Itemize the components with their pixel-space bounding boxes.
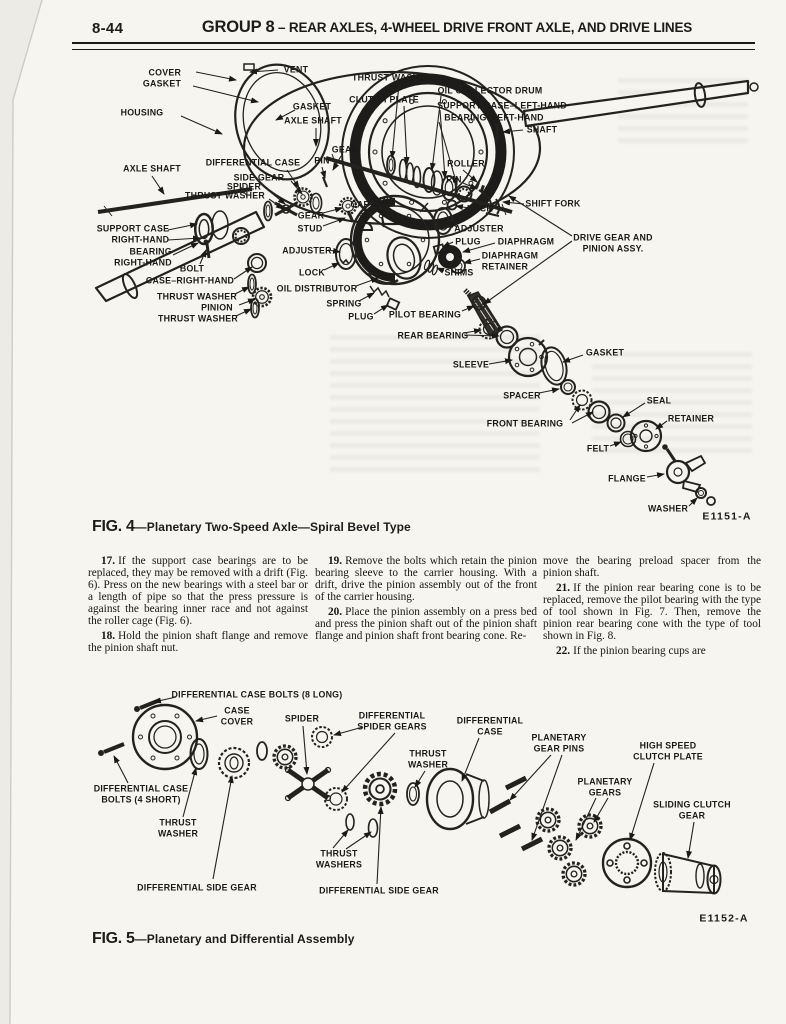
case-cover bbox=[131, 703, 199, 771]
case-bolts bbox=[98, 698, 161, 756]
fig5-artwork bbox=[98, 696, 722, 895]
pinion-bearing-train bbox=[463, 288, 716, 506]
paragraph-22: 22.If the pinion bearing cups are bbox=[556, 644, 706, 657]
group-title: GROUP 8 bbox=[201, 18, 275, 36]
support-case-right-parts bbox=[194, 210, 273, 319]
planetary-gears-parts bbox=[535, 807, 603, 887]
group-subtitle: – REAR AXLES, 4-WHEEL DRIVE FRONT AXLE, … bbox=[274, 20, 693, 35]
axle-housing bbox=[94, 63, 759, 303]
fig4-number: FIG. 4 bbox=[92, 518, 135, 535]
fig4-leader-lines bbox=[151, 68, 698, 507]
fig5-caption-text: —Planetary and Differential Assembly bbox=[134, 932, 355, 946]
body-column-1: 17.If the support case bearings are to b… bbox=[88, 555, 308, 658]
sliding-clutch-gear-part bbox=[654, 852, 722, 895]
fig5-diagram bbox=[98, 696, 722, 895]
fig4-diagram bbox=[94, 63, 759, 507]
fig4-caption-text: —Planetary Two-Speed Axle—Spiral Bevel T… bbox=[134, 520, 411, 534]
planetary-gear-pins bbox=[488, 775, 544, 852]
page-number: 8-44 bbox=[92, 20, 124, 37]
paragraph-20-continued: move the bearing preload spacer from the… bbox=[543, 555, 761, 579]
fig5-leader-lines bbox=[113, 696, 695, 885]
body-column-2: 19.Remove the bolts which retain the pin… bbox=[315, 555, 537, 646]
paragraph-20: 20.Place the pinion assembly on a press … bbox=[315, 605, 537, 642]
carrier-housing bbox=[349, 194, 441, 286]
page-title: GROUP 8 – REAR AXLES, 4-WHEEL DRIVE FRON… bbox=[148, 18, 746, 37]
body-column-3: move the bearing preload spacer from the… bbox=[543, 555, 761, 661]
differential-case-part bbox=[425, 767, 490, 831]
side-gear-train bbox=[189, 726, 420, 838]
clutch-shaft-parts bbox=[386, 154, 501, 217]
paragraph-17: 17.If the support case bearings are to b… bbox=[88, 555, 308, 627]
paragraph-18: 18.Hold the pinion shaft flange and remo… bbox=[88, 629, 308, 654]
page-header: 8-44 GROUP 8 – REAR AXLES, 4-WHEEL DRIVE… bbox=[88, 18, 756, 40]
fig4-caption: FIG. 4—Planetary Two-Speed Axle—Spiral B… bbox=[92, 518, 411, 536]
header-rule bbox=[72, 42, 755, 50]
clutch-plate-part bbox=[601, 837, 653, 889]
fig5-number: FIG. 5 bbox=[92, 930, 135, 947]
fig5-caption: FIG. 5—Planetary and Differential Assemb… bbox=[92, 930, 355, 948]
fig4-artwork bbox=[94, 63, 759, 507]
paragraph-21: 21.If the pinion rear bearing cone is to… bbox=[543, 581, 761, 642]
adjuster-parts bbox=[335, 199, 466, 311]
paragraph-19: 19.Remove the bolts which retain the pin… bbox=[315, 555, 537, 603]
